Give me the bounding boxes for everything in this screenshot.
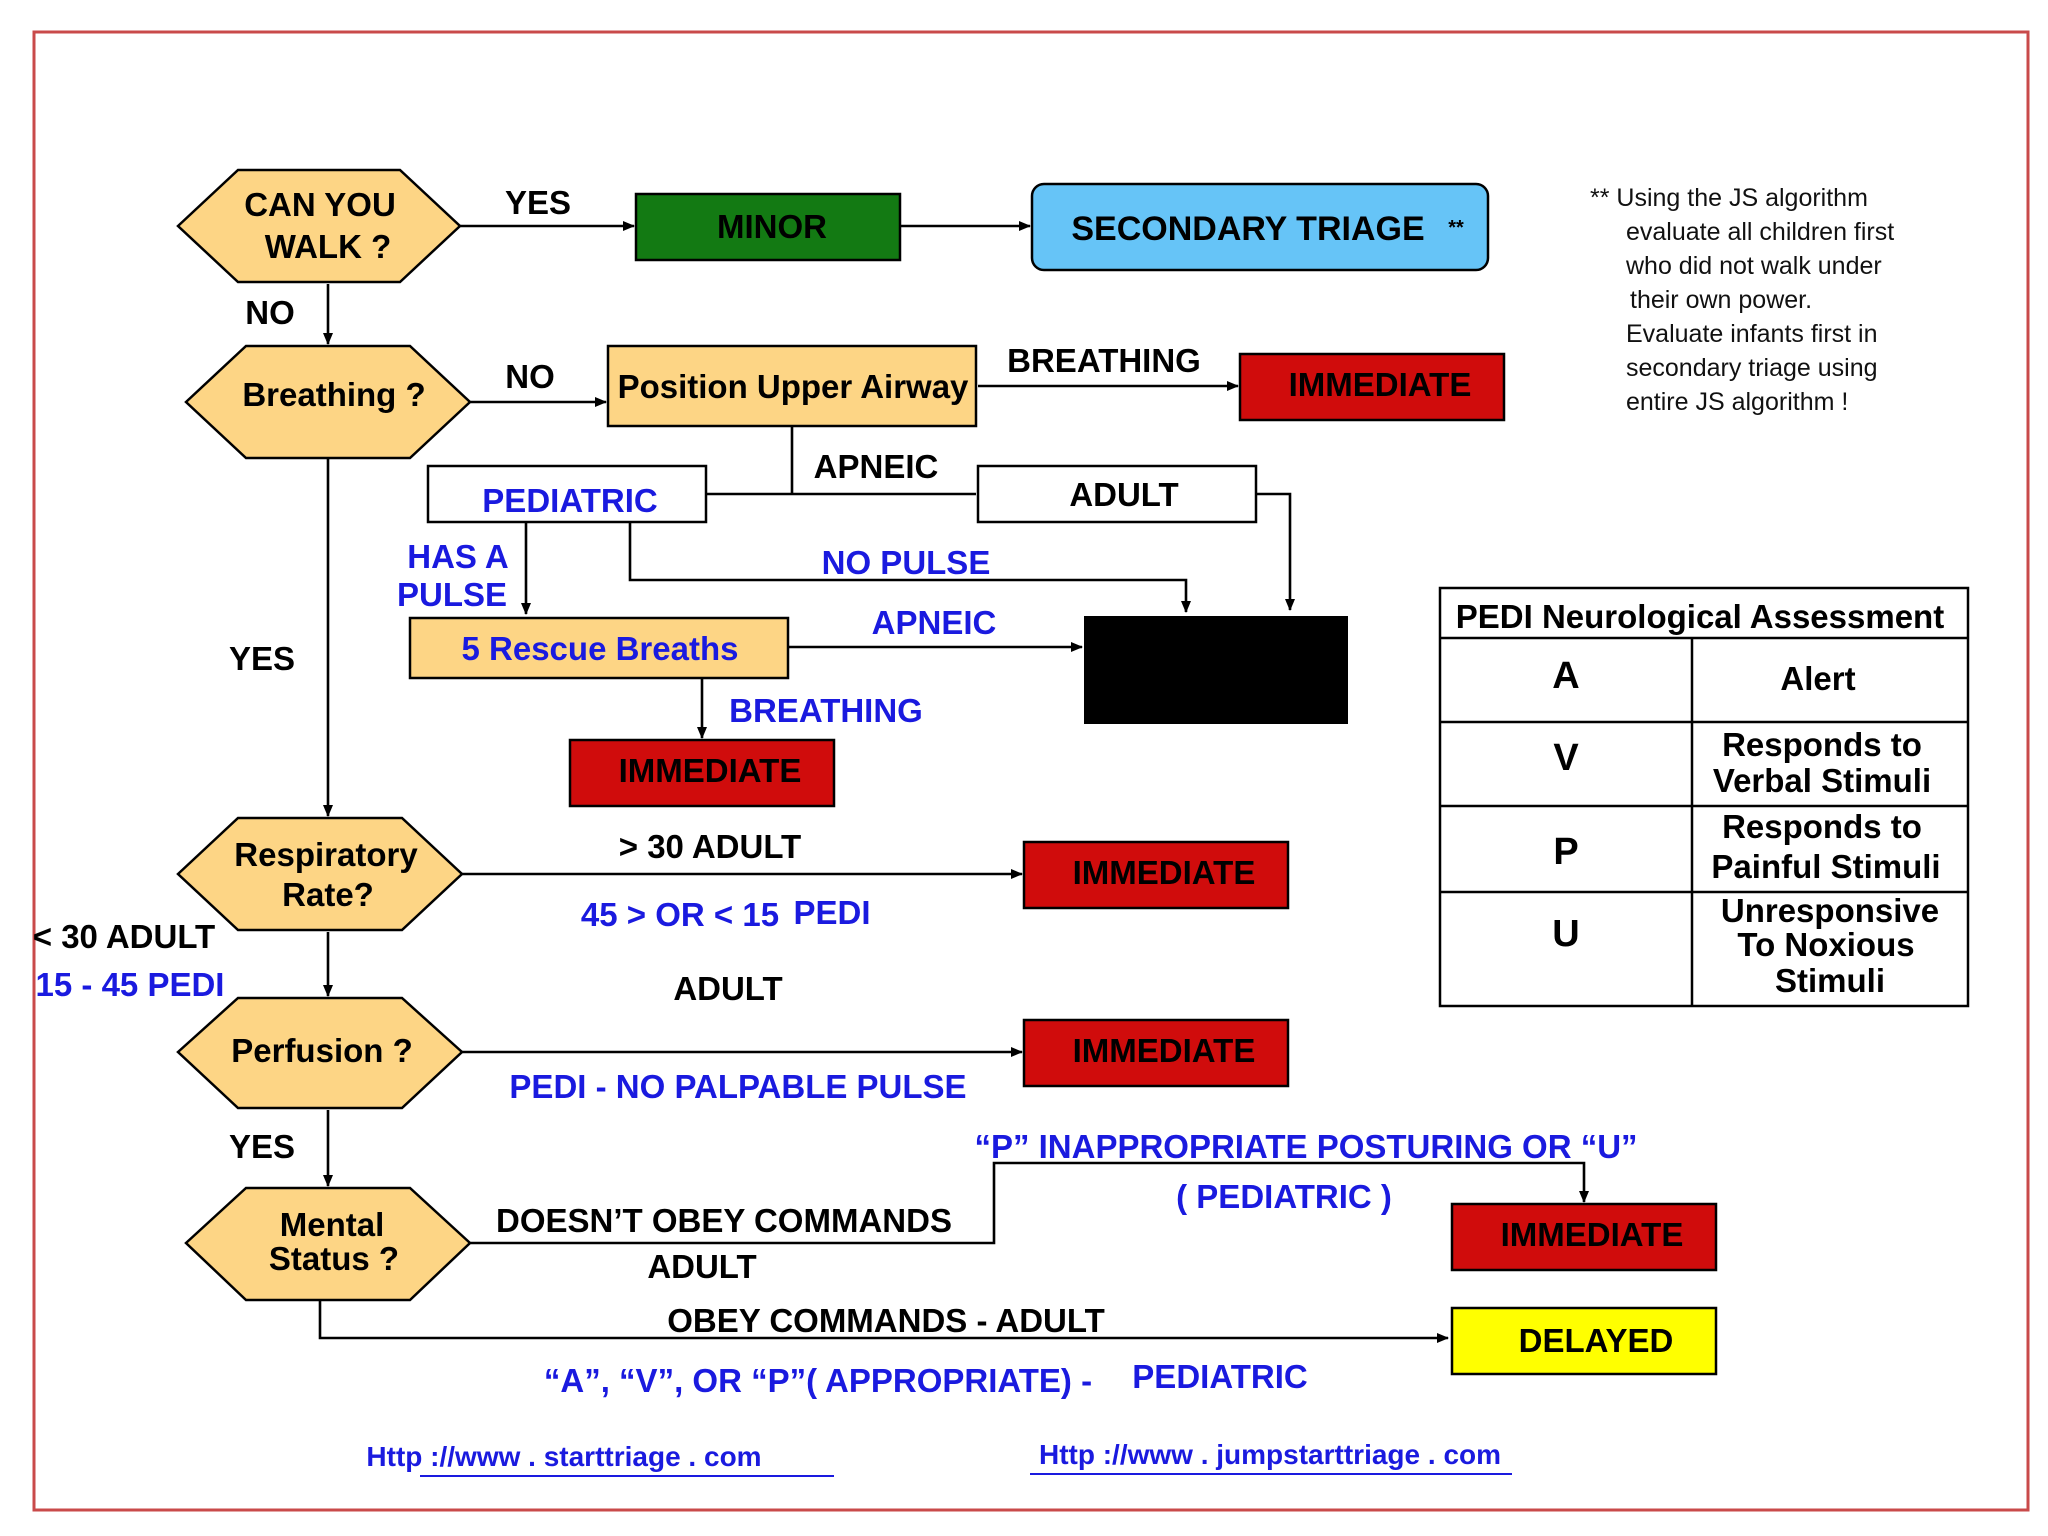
- apneic-label: APNEIC: [814, 448, 939, 485]
- avpu-desc-v-2: Verbal Stimuli: [1713, 762, 1931, 799]
- ped-posturing-label: “P” INAPPROPRIATE POSTURING OR “U”: [974, 1128, 1637, 1165]
- no-pulse-label: NO PULSE: [822, 544, 991, 581]
- perfusion-question: Perfusion ?: [231, 1032, 413, 1069]
- box-rescue-breaths: 5 Rescue Breaths: [408, 616, 790, 680]
- avpu-title: PEDI Neurological Assessment: [1456, 598, 1944, 635]
- note-line: ** Using the JS algorithm: [1590, 184, 1868, 212]
- box-secondary-triage: SECONDARY TRIAGE **: [1030, 182, 1490, 272]
- immediate-label: IMMEDIATE: [1073, 1032, 1256, 1069]
- box-minor: MINOR: [634, 192, 902, 262]
- decision-respiratory-rate: Respiratory Rate?: [176, 816, 464, 932]
- breathing-question: Breathing ?: [242, 376, 425, 413]
- resp-pedi-label: PEDI: [793, 894, 870, 931]
- box-immediate-resp: IMMEDIATE: [1022, 840, 1290, 910]
- no-breathing-label: NO: [505, 358, 555, 395]
- walk-line-1: CAN YOU: [244, 186, 396, 223]
- pediatric-label: PEDIATRIC: [482, 482, 657, 519]
- resp-ok-pedi-label: 15 - 45 PEDI: [36, 966, 225, 1003]
- jumpstart-note: ** Using the JS algorithm evaluate all c…: [1590, 184, 1894, 416]
- resp-adult-label: > 30 ADULT: [619, 828, 801, 865]
- pulse-label: PULSE: [397, 576, 507, 613]
- resp-ok-adult-label: < 30 ADULT: [33, 918, 215, 955]
- note-line: entire JS algorithm !: [1626, 388, 1848, 416]
- mental-line-2: Status ?: [269, 1240, 399, 1277]
- secondary-label: SECONDARY TRIAGE: [1071, 210, 1424, 248]
- immediate-label: IMMEDIATE: [619, 752, 802, 789]
- note-line: secondary triage using: [1626, 354, 1878, 382]
- rescue-label: 5 Rescue Breaths: [462, 630, 739, 667]
- avp-label: “A”, “V”, OR “P”( APPROPRIATE) -: [544, 1362, 1092, 1399]
- delayed-label: DELAYED: [1519, 1322, 1674, 1359]
- decision-perfusion: Perfusion ?: [176, 996, 464, 1110]
- note-line: evaluate all children first: [1626, 218, 1894, 246]
- mental-line-1: Mental: [280, 1206, 385, 1243]
- apneic-pediatric-label: APNEIC: [872, 604, 997, 641]
- jumpstarttriage-link[interactable]: Http ://www . jumpstarttriage . com: [1030, 1439, 1512, 1475]
- box-deceased: [1084, 616, 1348, 724]
- obey-not-label: DOESN’T OBEY COMMANDS: [496, 1202, 952, 1239]
- perf-pedi-label: PEDI - NO PALPABLE PULSE: [509, 1068, 966, 1105]
- obey-label: OBEY COMMANDS - ADULT: [667, 1302, 1105, 1339]
- ped-paren-label: ( PEDIATRIC ): [1176, 1178, 1392, 1215]
- decision-can-you-walk: CAN YOU WALK ?: [176, 168, 462, 284]
- box-immediate-airway: IMMEDIATE: [1238, 352, 1506, 422]
- avp-pediatric-label: PEDIATRIC: [1132, 1358, 1307, 1395]
- immediate-label: IMMEDIATE: [1073, 854, 1256, 891]
- avpu-letter-a: A: [1552, 655, 1579, 697]
- resp-line-2: Rate?: [282, 876, 374, 913]
- avpu-desc-u-2: To Noxious: [1737, 926, 1914, 963]
- avpu-desc-u-1: Unresponsive: [1721, 892, 1939, 929]
- no-walk-label: NO: [245, 294, 295, 331]
- minor-label: MINOR: [717, 208, 827, 245]
- yes-breathing-label: YES: [229, 640, 295, 677]
- box-adult: ADULT: [976, 464, 1258, 524]
- decision-mental-status: Mental Status ?: [184, 1186, 472, 1302]
- avpu-table: PEDI Neurological Assessment A Alert V R…: [1438, 586, 1970, 1008]
- avpu-desc-p-1: Responds to: [1722, 808, 1922, 845]
- secondary-asterisks: **: [1448, 217, 1464, 239]
- resp-pedi-range-label: 45 > OR < 15: [581, 896, 779, 933]
- breathing-label: BREATHING: [1007, 342, 1201, 379]
- connectors: [318, 221, 1589, 1343]
- avpu-letter-v: V: [1553, 737, 1579, 779]
- note-line: Evaluate infants first in: [1626, 320, 1878, 348]
- box-delayed: DELAYED: [1450, 1306, 1718, 1376]
- has-a-label: HAS A: [407, 538, 508, 575]
- avpu-desc-p-2: Painful Stimuli: [1711, 848, 1940, 885]
- breathing-pediatric-label: BREATHING: [729, 692, 923, 729]
- immediate-label: IMMEDIATE: [1289, 366, 1472, 403]
- avpu-letter-u: U: [1552, 913, 1579, 955]
- starttriage-link-text[interactable]: Http ://www . starttriage . com: [366, 1441, 761, 1472]
- yes-perfusion-label: YES: [229, 1128, 295, 1165]
- yes-walk-label: YES: [505, 184, 571, 221]
- avpu-desc-u-3: Stimuli: [1775, 962, 1885, 999]
- airway-label: Position Upper Airway: [618, 368, 969, 405]
- perf-adult-label: ADULT: [673, 970, 782, 1007]
- box-immediate-perfusion: IMMEDIATE: [1022, 1018, 1290, 1088]
- starttriage-link[interactable]: Http ://www . starttriage . com: [366, 1441, 834, 1477]
- avpu-desc-v-1: Responds to: [1722, 726, 1922, 763]
- immediate-label: IMMEDIATE: [1501, 1216, 1684, 1253]
- jumpstart-link-text[interactable]: Http ://www . jumpstarttriage . com: [1039, 1439, 1501, 1470]
- obey-not-adult-label: ADULT: [647, 1248, 756, 1285]
- box-immediate-rescue: IMMEDIATE: [568, 738, 836, 808]
- resp-line-1: Respiratory: [234, 836, 418, 873]
- avpu-letter-p: P: [1553, 831, 1578, 873]
- decision-breathing: Breathing ?: [184, 344, 472, 460]
- avpu-desc-a: Alert: [1780, 660, 1855, 697]
- walk-line-2: WALK ?: [265, 228, 391, 265]
- box-position-airway: Position Upper Airway: [606, 344, 978, 428]
- note-line: who did not walk under: [1625, 252, 1882, 280]
- box-pediatric: PEDIATRIC: [426, 464, 708, 524]
- adult-label: ADULT: [1069, 476, 1178, 513]
- page-frame: [32, 30, 2030, 1512]
- edge-labels: YES NO NO BREATHING APNEIC HAS A PULSE N…: [33, 184, 1638, 1399]
- note-line: their own power.: [1630, 286, 1812, 314]
- box-immediate-mental: IMMEDIATE: [1450, 1202, 1718, 1272]
